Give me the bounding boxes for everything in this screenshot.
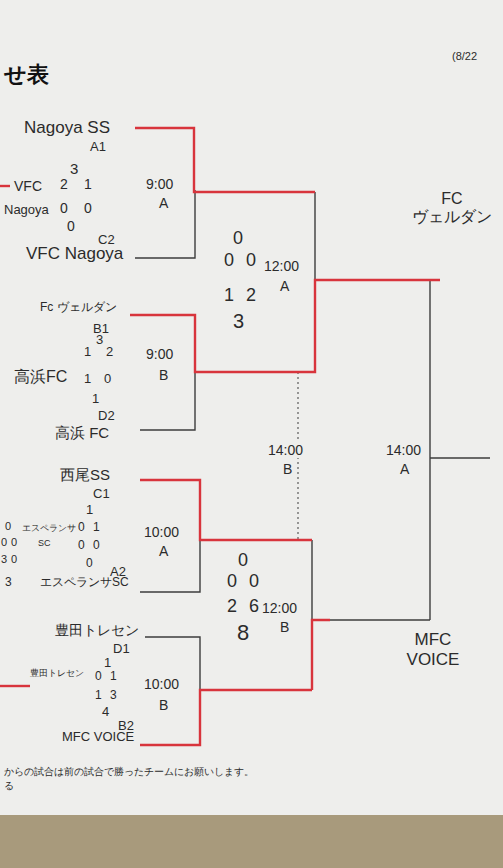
score-digit: 0 bbox=[86, 557, 93, 571]
score-digit: 2 bbox=[60, 176, 68, 192]
court-letter: A bbox=[159, 195, 168, 211]
score-digit: 3 bbox=[70, 160, 78, 177]
score-digit: 2 bbox=[227, 596, 237, 617]
score-digit: 0 bbox=[5, 520, 11, 533]
score-digit: 0 bbox=[78, 539, 85, 553]
score-digit: 0 bbox=[11, 536, 17, 549]
score-digit: 1 bbox=[92, 392, 99, 407]
score-digit: 1 bbox=[84, 345, 91, 360]
seed-code: D1 bbox=[113, 642, 130, 657]
page-title: せ表 bbox=[4, 62, 49, 87]
winner-line bbox=[140, 690, 312, 745]
score-digit: 1 bbox=[224, 285, 234, 306]
match-time: 14:00 bbox=[386, 442, 421, 458]
score-digit: 0 bbox=[67, 218, 75, 234]
winner-line bbox=[0, 185, 10, 187]
match-time: 12:00 bbox=[264, 258, 299, 274]
winner-name: FC ヴェルダン bbox=[410, 190, 494, 227]
team-name: 豊田トレセン bbox=[55, 622, 139, 638]
court-letter: A bbox=[400, 461, 409, 477]
team-name: Fc ヴェルダン bbox=[40, 301, 117, 315]
winner-line bbox=[140, 480, 312, 540]
score-digit: 0 bbox=[249, 571, 259, 592]
score-digit: 3 bbox=[233, 310, 244, 333]
team-name: Nagoya SS bbox=[24, 118, 110, 138]
match-time: 9:00 bbox=[146, 176, 173, 192]
score-digit: 3 bbox=[96, 333, 103, 348]
score-digit: 0 bbox=[93, 539, 100, 553]
score-digit: 6 bbox=[249, 596, 259, 617]
score-digit: 1 bbox=[95, 689, 102, 703]
seed-code: C1 bbox=[93, 487, 110, 502]
match-time: 10:00 bbox=[144, 676, 179, 692]
score-digit: 0 bbox=[246, 250, 256, 271]
court-letter: B bbox=[280, 619, 289, 635]
court-letter: A bbox=[280, 278, 289, 294]
score-digit: 1 bbox=[84, 176, 92, 192]
date-note: (8/22 bbox=[452, 50, 477, 63]
team-note: SC bbox=[38, 538, 51, 548]
score-digit: 3 bbox=[5, 576, 12, 590]
match-time: 12:00 bbox=[262, 600, 297, 616]
bracket-line bbox=[135, 190, 195, 258]
score-digit: 2 bbox=[106, 345, 113, 360]
bracket-line bbox=[311, 540, 312, 620]
bracket-line bbox=[140, 540, 200, 592]
court-letter: B bbox=[159, 697, 168, 713]
score-digit: 1 bbox=[93, 521, 100, 535]
court-letter: A bbox=[159, 543, 168, 559]
score-digit: 0 bbox=[95, 670, 102, 684]
seed-code: D2 bbox=[98, 409, 115, 424]
seed-code: A1 bbox=[90, 140, 106, 155]
score-digit: 0 bbox=[60, 200, 68, 216]
score-digit: 1 bbox=[86, 503, 93, 518]
bracket-line bbox=[314, 192, 315, 280]
footer-note: る bbox=[4, 780, 14, 792]
team-note: Nagoya bbox=[4, 203, 49, 218]
score-digit: 0 bbox=[84, 200, 92, 216]
score-digit: 3 bbox=[1, 553, 7, 566]
winner-line bbox=[135, 128, 315, 192]
team-note: 高浜FC bbox=[14, 368, 67, 386]
team-name: 高浜 FC bbox=[55, 424, 109, 441]
score-digit: 0 bbox=[1, 536, 7, 549]
bracket-line bbox=[429, 280, 430, 620]
team-note: エスペランサ bbox=[22, 523, 76, 533]
score-digit: 8 bbox=[237, 620, 249, 645]
score-digit: 0 bbox=[233, 228, 243, 249]
score-digit: 1 bbox=[110, 670, 117, 684]
match-time: 14:00 bbox=[266, 442, 305, 458]
bracket-line bbox=[430, 457, 490, 458]
score-digit: 0 bbox=[11, 553, 17, 566]
score-digit: 0 bbox=[227, 571, 237, 592]
score-digit: 0 bbox=[224, 250, 234, 271]
team-name: エスペランサSC bbox=[40, 576, 129, 590]
court-letter: B bbox=[159, 367, 168, 383]
bracket-line bbox=[330, 619, 430, 620]
score-digit: 3 bbox=[110, 689, 117, 703]
court-letter: B bbox=[281, 461, 294, 477]
score-digit: 0 bbox=[238, 550, 248, 571]
team-name: VFC Nagoya bbox=[26, 244, 123, 264]
match-time: 9:00 bbox=[146, 346, 173, 362]
team-note: VFC bbox=[14, 178, 42, 194]
score-digit: 1 bbox=[104, 656, 111, 671]
finalist-name: MFC VOICE bbox=[393, 630, 473, 669]
winner-line bbox=[0, 685, 30, 687]
score-digit: 4 bbox=[102, 705, 109, 720]
score-digit: 0 bbox=[78, 521, 85, 535]
team-name: 西尾SS bbox=[60, 466, 110, 483]
winner-line bbox=[312, 620, 330, 690]
score-digit: 0 bbox=[104, 372, 111, 387]
team-note: 豊田トレセン bbox=[30, 668, 84, 678]
score-digit: 2 bbox=[246, 285, 256, 306]
score-digit: 1 bbox=[84, 372, 91, 387]
footer-note: からの試合は前の試合で勝ったチームにお願いします。 bbox=[4, 766, 254, 778]
team-name: MFC VOICE bbox=[62, 730, 134, 745]
match-time: 10:00 bbox=[144, 524, 179, 540]
